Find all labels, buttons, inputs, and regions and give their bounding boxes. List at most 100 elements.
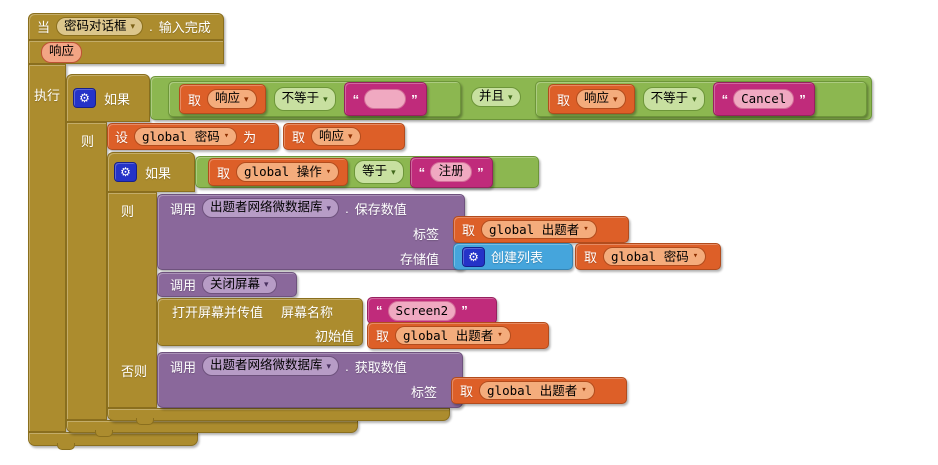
outer-if-header[interactable]: ⚙ 如果 <box>66 74 150 122</box>
open-screen-block[interactable]: 打开屏幕并传值 屏幕名称 初始值 <box>157 298 363 346</box>
get-label: 取 <box>462 223 476 238</box>
variable-name: global 密码 <box>142 128 220 144</box>
text-field[interactable]: 注册 <box>430 162 473 182</box>
inner-if-header[interactable]: ⚙ 如果 <box>107 152 195 192</box>
event-do-column[interactable]: 执行 <box>28 64 66 432</box>
dropdown-icon: ▾ <box>613 93 618 104</box>
variable-dropdown[interactable]: global 操作 ▾ <box>236 162 340 182</box>
component-dropdown[interactable]: 出题者网络微数据库 ▾ <box>202 356 340 376</box>
next-connector <box>95 430 113 437</box>
variable-dropdown[interactable]: global 密码 ▾ <box>603 246 707 267</box>
make-list-label: 创建列表 <box>491 250 544 265</box>
variable-dropdown[interactable]: 响应 ▾ <box>311 126 361 147</box>
dropdown-icon: ▾ <box>323 93 328 104</box>
variable-name: global 出题者 <box>489 221 580 237</box>
get-label: 取 <box>584 250 598 265</box>
variable-name: global 操作 <box>244 164 322 180</box>
arg-store-value-label: 存储值 <box>399 252 439 267</box>
get-block[interactable]: 取 global 出题者 ▾ <box>367 322 549 349</box>
if-label: 如果 <box>104 91 131 107</box>
get-block[interactable]: 取 响应 ▾ <box>179 84 266 114</box>
procedure-dropdown[interactable]: 关闭屏幕 ▾ <box>202 274 277 295</box>
call-get-value-block[interactable]: 调用 出题者网络微数据库 ▾ . 获取数值 标签 <box>157 352 463 408</box>
text-field[interactable] <box>364 89 407 109</box>
dot-label: . <box>345 358 349 374</box>
call-label: 调用 <box>170 201 197 217</box>
next-connector <box>57 443 75 450</box>
variable-name: 响应 <box>215 91 241 106</box>
event-block-bottom[interactable] <box>28 432 198 450</box>
event-param-row: 响应 <box>28 40 224 64</box>
event-component-dropdown[interactable]: 密码对话框 ▾ <box>56 16 144 37</box>
get-block[interactable]: 取 global 出题者 ▾ <box>451 377 627 404</box>
call-header: 调用 出题者网络微数据库 ▾ . 获取数值 <box>158 353 462 379</box>
variable-dropdown[interactable]: global 出题者 ▾ <box>395 325 511 346</box>
component-name: 出题者网络微数据库 <box>210 200 323 215</box>
inner-if-bottom[interactable] <box>107 408 450 425</box>
text-string-block[interactable]: “ 注册 ” <box>409 156 493 188</box>
operator-dropdown[interactable]: 等于 ▾ <box>354 160 404 184</box>
outer-if-then-column[interactable]: 则 <box>66 122 107 420</box>
call-close-screen-block[interactable]: 调用 关闭屏幕 ▾ <box>157 272 297 297</box>
operator-label: 不等于 <box>281 91 320 106</box>
open-quote: “ <box>376 303 383 318</box>
component-name: 出题者网络微数据库 <box>210 358 323 373</box>
get-block[interactable]: 取 响应 ▾ <box>548 84 635 114</box>
get-label: 取 <box>460 384 474 399</box>
dropdown-icon: ▾ <box>583 224 589 234</box>
event-param-name: 响应 <box>49 44 75 59</box>
variable-dropdown[interactable]: global 密码 ▾ <box>134 126 238 147</box>
text-string-block[interactable]: “ Cancel ” <box>712 82 815 116</box>
call-store-value-block[interactable]: 调用 出题者网络微数据库 ▾ . 保存数值 标签 存储值 <box>157 194 465 270</box>
variable-dropdown[interactable]: global 出题者 ▾ <box>479 380 595 401</box>
get-block[interactable]: 取 响应 ▾ <box>283 123 405 150</box>
text-field[interactable]: Cancel <box>733 89 795 109</box>
text-string-block[interactable]: “ ” <box>343 82 427 116</box>
close-quote: ” <box>799 91 806 107</box>
method-label: 获取数值 <box>354 359 407 375</box>
outer-if-bottom[interactable] <box>66 420 358 437</box>
set-variable-block[interactable]: 设 global 密码 ▾ 为 <box>107 123 279 150</box>
compare-block[interactable]: 取 global 操作 ▾ 等于 ▾ “ 注册 ” <box>195 156 539 188</box>
compare-block-left[interactable]: 取 响应 ▾ 不等于 ▾ “ ” <box>168 81 461 117</box>
make-list-block[interactable]: ⚙ 创建列表 <box>453 243 573 270</box>
dropdown-icon: ▾ <box>244 93 249 104</box>
method-label: 保存数值 <box>354 201 407 217</box>
dropdown-icon: ▾ <box>497 330 503 340</box>
operator-label: 不等于 <box>650 91 689 106</box>
dropdown-icon: ▾ <box>326 360 332 371</box>
open-screen-label: 打开屏幕并传值 <box>172 304 264 320</box>
dropdown-icon: ▾ <box>581 385 587 395</box>
event-param-chip[interactable]: 响应 <box>41 41 83 63</box>
close-quote: ” <box>411 91 418 107</box>
and-block[interactable]: 取 响应 ▾ 不等于 ▾ “ ” 并且 ▾ <box>150 76 872 120</box>
variable-dropdown[interactable]: 响应 ▾ <box>576 89 626 109</box>
then-label: 则 <box>81 134 95 149</box>
get-block[interactable]: 取 global 密码 ▾ <box>575 243 721 270</box>
get-block[interactable]: 取 global 出题者 ▾ <box>453 216 629 243</box>
get-label: 取 <box>376 329 390 344</box>
mutator-gear-icon[interactable]: ⚙ <box>462 246 485 267</box>
inner-if-branch-column[interactable]: 则 否则 <box>107 192 157 408</box>
operator-dropdown[interactable]: 不等于 ▾ <box>642 87 705 111</box>
mutator-gear-icon[interactable]: ⚙ <box>114 162 137 182</box>
get-label: 取 <box>292 130 306 145</box>
and-label: 并且 <box>479 89 505 104</box>
compare-block-right[interactable]: 取 响应 ▾ 不等于 ▾ “ Cancel ” <box>535 81 867 117</box>
text-string-block[interactable]: “ Screen2 ” <box>367 297 497 324</box>
component-dropdown[interactable]: 出题者网络微数据库 ▾ <box>202 198 340 218</box>
variable-dropdown[interactable]: 响应 ▾ <box>207 89 257 109</box>
get-block[interactable]: 取 global 操作 ▾ <box>208 158 349 186</box>
procedure-name: 关闭屏幕 <box>210 276 261 291</box>
open-quote: “ <box>352 91 360 107</box>
call-label: 调用 <box>170 278 197 293</box>
text-field[interactable]: Screen2 <box>387 300 457 321</box>
dropdown-icon: ▾ <box>508 91 513 102</box>
event-block-header[interactable]: 当 密码对话框 ▾ . 输入完成 <box>28 13 224 40</box>
variable-dropdown[interactable]: global 出题者 ▾ <box>481 219 597 240</box>
operator-dropdown[interactable]: 不等于 ▾ <box>273 87 336 111</box>
event-component-name: 密码对话框 <box>64 18 127 33</box>
mutator-gear-icon[interactable]: ⚙ <box>73 88 96 108</box>
and-operator-dropdown[interactable]: 并且 ▾ <box>471 87 521 107</box>
do-label: 执行 <box>34 88 61 103</box>
